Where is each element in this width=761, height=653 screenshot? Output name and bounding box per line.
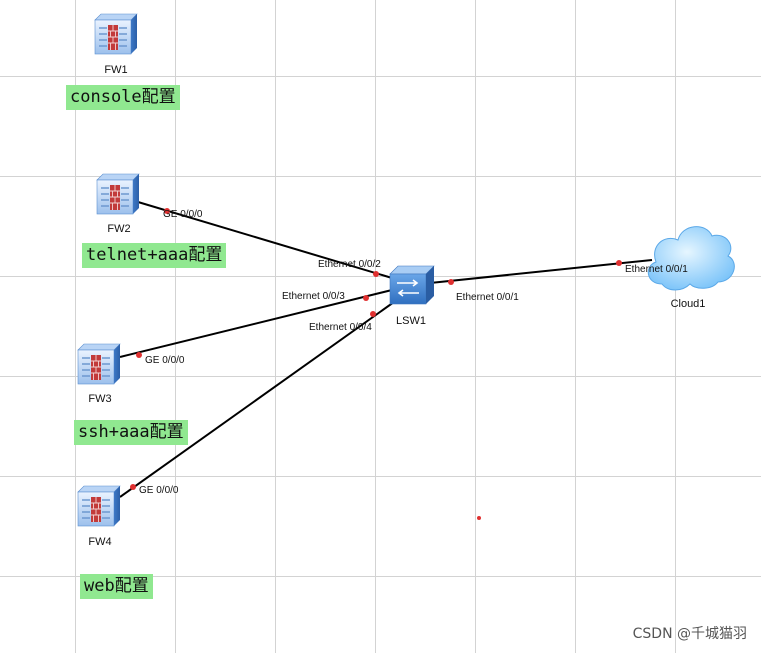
fw2-device[interactable] <box>96 173 140 215</box>
port-dot-lsw-e2[interactable] <box>373 271 379 277</box>
fw4-device[interactable] <box>77 485 121 527</box>
fw1-device[interactable] <box>94 13 138 55</box>
link-lsw1-cloud1[interactable] <box>429 259 653 284</box>
link-fw2-lsw1[interactable] <box>137 201 393 279</box>
port-dot-lsw-e4[interactable] <box>370 311 376 317</box>
firewall-icon <box>77 485 121 527</box>
link-fw3-lsw1[interactable] <box>119 289 393 358</box>
port-label-lsw-e4: Ethernet 0/0/4 <box>309 322 372 333</box>
cloud1-device[interactable] <box>647 226 735 291</box>
firewall-icon <box>96 173 140 215</box>
lsw1-label: LSW1 <box>396 315 426 327</box>
port-dot-lsw-e3[interactable] <box>363 295 369 301</box>
port-dot-fw2-gi[interactable] <box>164 208 170 214</box>
port-label-cloud-e1: Ethernet 0/0/1 <box>625 264 688 275</box>
switch-icon <box>389 265 435 305</box>
port-dots <box>130 208 622 520</box>
cloud1-label: Cloud1 <box>671 298 706 310</box>
port-label-lsw-e2: Ethernet 0/0/2 <box>318 259 381 270</box>
fw3-device[interactable] <box>77 343 121 385</box>
fw3-label: FW3 <box>88 393 111 405</box>
port-dot-fw3-ge[interactable] <box>136 352 142 358</box>
port-dot-lsw-e1[interactable] <box>448 279 454 285</box>
firewall-icon <box>94 13 138 55</box>
lsw1-device[interactable] <box>389 265 435 305</box>
fw4-label: FW4 <box>88 536 111 548</box>
cloud-icon <box>647 226 735 291</box>
note-web-config: web配置 <box>80 574 153 599</box>
note-telnet-aaa-config: telnet+aaa配置 <box>82 243 227 268</box>
port-label-fw2-gi: GE 0/0/0 <box>163 209 203 220</box>
watermark: CSDN @千城猫羽 <box>632 626 747 642</box>
firewall-icon <box>77 343 121 385</box>
port-dot-cloud-e1[interactable] <box>616 260 622 266</box>
note-ssh-aaa-config: ssh+aaa配置 <box>74 420 188 445</box>
fw2-label: FW2 <box>107 223 130 235</box>
port-dot-fw4-ge[interactable] <box>130 484 136 490</box>
link-lines <box>119 201 653 498</box>
port-label-lsw-e1: Ethernet 0/0/1 <box>456 292 519 303</box>
port-label-lsw-e3: Ethernet 0/0/3 <box>282 291 345 302</box>
port-label-fw4-ge: GE 0/0/0 <box>139 485 179 496</box>
link-fw4-lsw1[interactable] <box>119 301 395 498</box>
fw1-label: FW1 <box>104 64 127 76</box>
note-console-config: console配置 <box>66 85 180 110</box>
port-label-fw3-ge: GE 0/0/0 <box>145 355 185 366</box>
stray-dot <box>477 516 481 520</box>
